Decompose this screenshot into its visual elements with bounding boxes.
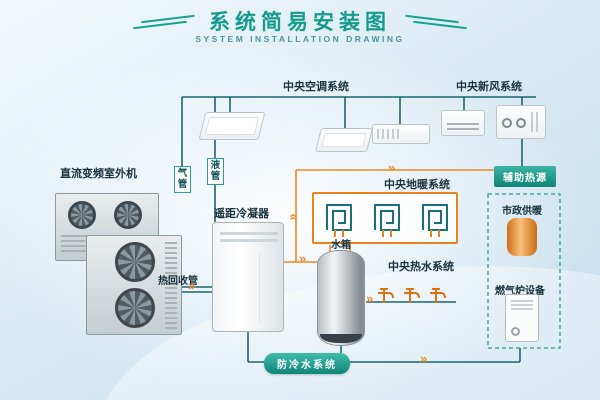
label-fresh-air: 中央新风系统	[456, 81, 522, 93]
flow-arrow-icon: »	[366, 291, 374, 306]
heating-coil-icon	[422, 204, 448, 237]
flow-arrow-icon: »	[388, 160, 396, 175]
furnace-vents	[511, 300, 533, 310]
ducted-unit	[372, 124, 430, 144]
cabinet-seam	[259, 253, 260, 323]
grille-slats	[447, 123, 479, 131]
page-title: 系统简易安装图	[209, 11, 391, 34]
fan-icon	[114, 201, 142, 229]
tank-base-band	[320, 334, 362, 343]
fresh-air-unit-2	[496, 105, 546, 139]
duct-slats	[377, 129, 401, 139]
heating-coil-icon	[374, 204, 400, 237]
aux-heat-box: 辅助热源	[494, 166, 556, 187]
cassette-vent	[204, 117, 260, 135]
label-outdoor-unit: 直流变频室外机	[60, 168, 137, 180]
condenser-cabinet	[212, 222, 284, 332]
liquid-pipe-tag: 液管	[207, 158, 224, 185]
fan-icon	[115, 242, 155, 282]
heating-coil-icon	[326, 204, 352, 237]
floor-heating-box	[312, 192, 458, 244]
grille-slats	[165, 242, 177, 330]
anti-cold-water-badge: 防冷水系统	[264, 353, 350, 374]
fan-icon	[115, 288, 155, 328]
label-water-tank: 水箱	[331, 240, 351, 251]
fresh-air-unit-1	[441, 110, 485, 136]
gas-pipe-tag: 气管	[174, 166, 191, 193]
gas-furnace-unit	[505, 294, 539, 342]
label-municipal-heating: 市政供暖	[502, 206, 542, 217]
cassette-unit-2	[315, 128, 373, 152]
cabinet-vent	[220, 239, 278, 242]
outdoor-unit-front	[86, 235, 182, 335]
label-condenser: 遥距冷凝器	[214, 208, 269, 220]
fan-icon	[68, 201, 96, 229]
flow-arrow-icon: »	[420, 351, 428, 366]
flow-arrow-icon: »	[188, 278, 196, 293]
cabinet-vent	[220, 232, 278, 235]
label-hot-water: 中央热水系统	[388, 261, 454, 273]
outdoor-unit	[52, 183, 184, 341]
vent-circle-icon	[516, 118, 526, 128]
cassette-unit-1	[198, 112, 266, 140]
duct-slats	[531, 112, 541, 132]
label-central-ac: 中央空调系统	[283, 81, 349, 93]
faucet-icon	[430, 288, 446, 303]
flow-arrow-icon: »	[284, 213, 300, 221]
water-tank	[317, 250, 365, 346]
label-floor-heating: 中央地暖系统	[384, 179, 450, 191]
furnace-dial-icon	[511, 327, 520, 336]
label-gas-furnace: 燃气炉设备	[495, 286, 545, 297]
municipal-heat-tank	[507, 218, 537, 256]
cassette-vent	[321, 133, 367, 147]
flow-arrow-icon: »	[299, 251, 307, 266]
vent-circle-icon	[502, 118, 512, 128]
label-heat-recovery: 热回收管	[158, 276, 198, 287]
aux-zone-outline	[487, 193, 561, 349]
faucet-icon	[378, 288, 394, 303]
page-subtitle: SYSTEM INSTALLATION DRAWING	[195, 34, 405, 44]
faucet-icon	[404, 288, 420, 303]
